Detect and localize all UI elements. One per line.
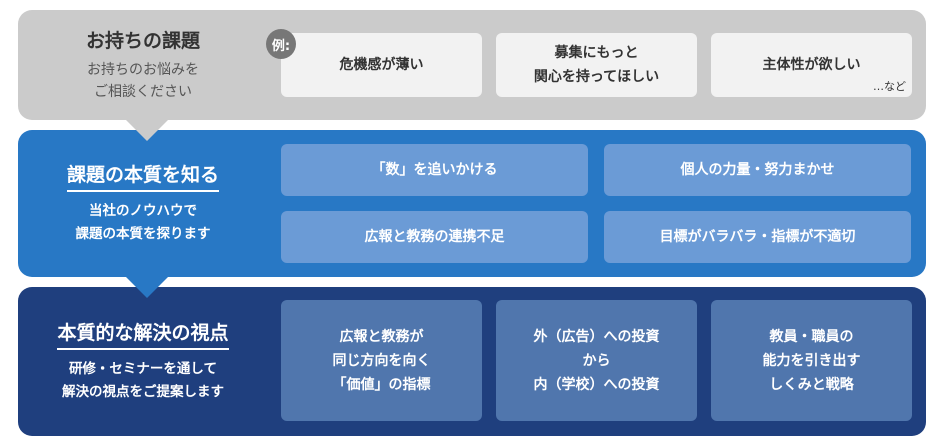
essence-title: 課題の本質を知る — [66, 160, 219, 192]
essence-card: 「数」を追いかける — [281, 144, 588, 196]
issue-card: 主体性が欲しい …など — [711, 33, 912, 97]
etc-note: …など — [873, 80, 906, 93]
issues-subtitle: お持ちのお悩みを — [87, 62, 199, 78]
solution-card: 教員・職員の能力を引き出すしくみと戦略 — [711, 300, 912, 421]
card-text: しくみと戦略 — [769, 376, 854, 393]
issues-heading-block: お持ちの課題 お持ちのお悩みをご相談ください — [18, 26, 268, 103]
card-text: から — [582, 352, 611, 369]
solution-subtitle: 解決の視点をご提案します — [62, 384, 224, 400]
card-text: 外（広告）への投資 — [533, 328, 660, 345]
issues-title: お持ちの課題 — [85, 30, 200, 52]
card-text: 募集にもっと — [554, 45, 639, 61]
issues-subtitle: ご相談ください — [94, 84, 192, 100]
card-text: 危機感が薄い — [339, 57, 424, 73]
card-text: 主体性が欲しい — [762, 57, 861, 73]
example-badge: 例: — [266, 29, 296, 59]
card-text: 教員・職員の — [769, 328, 854, 345]
solution-subtitle: 研修・セミナーを通して — [68, 361, 218, 377]
card-text: 「価値」の指標 — [332, 376, 431, 393]
essence-card: 個人の力量・努力まかせ — [604, 144, 911, 196]
issue-card: 危機感が薄い — [281, 33, 482, 97]
issue-card: 募集にもっと関心を持ってほしい — [496, 33, 697, 97]
arrow-down-icon — [125, 119, 169, 141]
card-text: 同じ方向を向く — [332, 352, 431, 369]
essence-card: 広報と教務の連携不足 — [281, 211, 588, 263]
solution-card: 広報と教務が同じ方向を向く「価値」の指標 — [281, 300, 482, 421]
card-text: 内（学校）への投資 — [533, 376, 660, 393]
card-text: 関心を持ってほしい — [533, 69, 660, 85]
essence-heading-block: 課題の本質を知る 当社のノウハウで課題の本質を探ります — [18, 160, 268, 246]
essence-subtitle: 当社のノウハウで — [89, 203, 197, 219]
essence-card: 目標がバラバラ・指標が不適切 — [604, 211, 911, 263]
solution-title: 本質的な解決の視点 — [57, 318, 229, 350]
essence-subtitle: 課題の本質を探ります — [75, 226, 211, 242]
card-text: 広報と教務が — [339, 328, 424, 345]
arrow-down-icon — [125, 276, 169, 298]
solution-heading-block: 本質的な解決の視点 研修・セミナーを通して解決の視点をご提案します — [18, 318, 268, 404]
solution-card: 外（広告）への投資から内（学校）への投資 — [496, 300, 697, 421]
card-text: 能力を引き出す — [762, 352, 861, 369]
